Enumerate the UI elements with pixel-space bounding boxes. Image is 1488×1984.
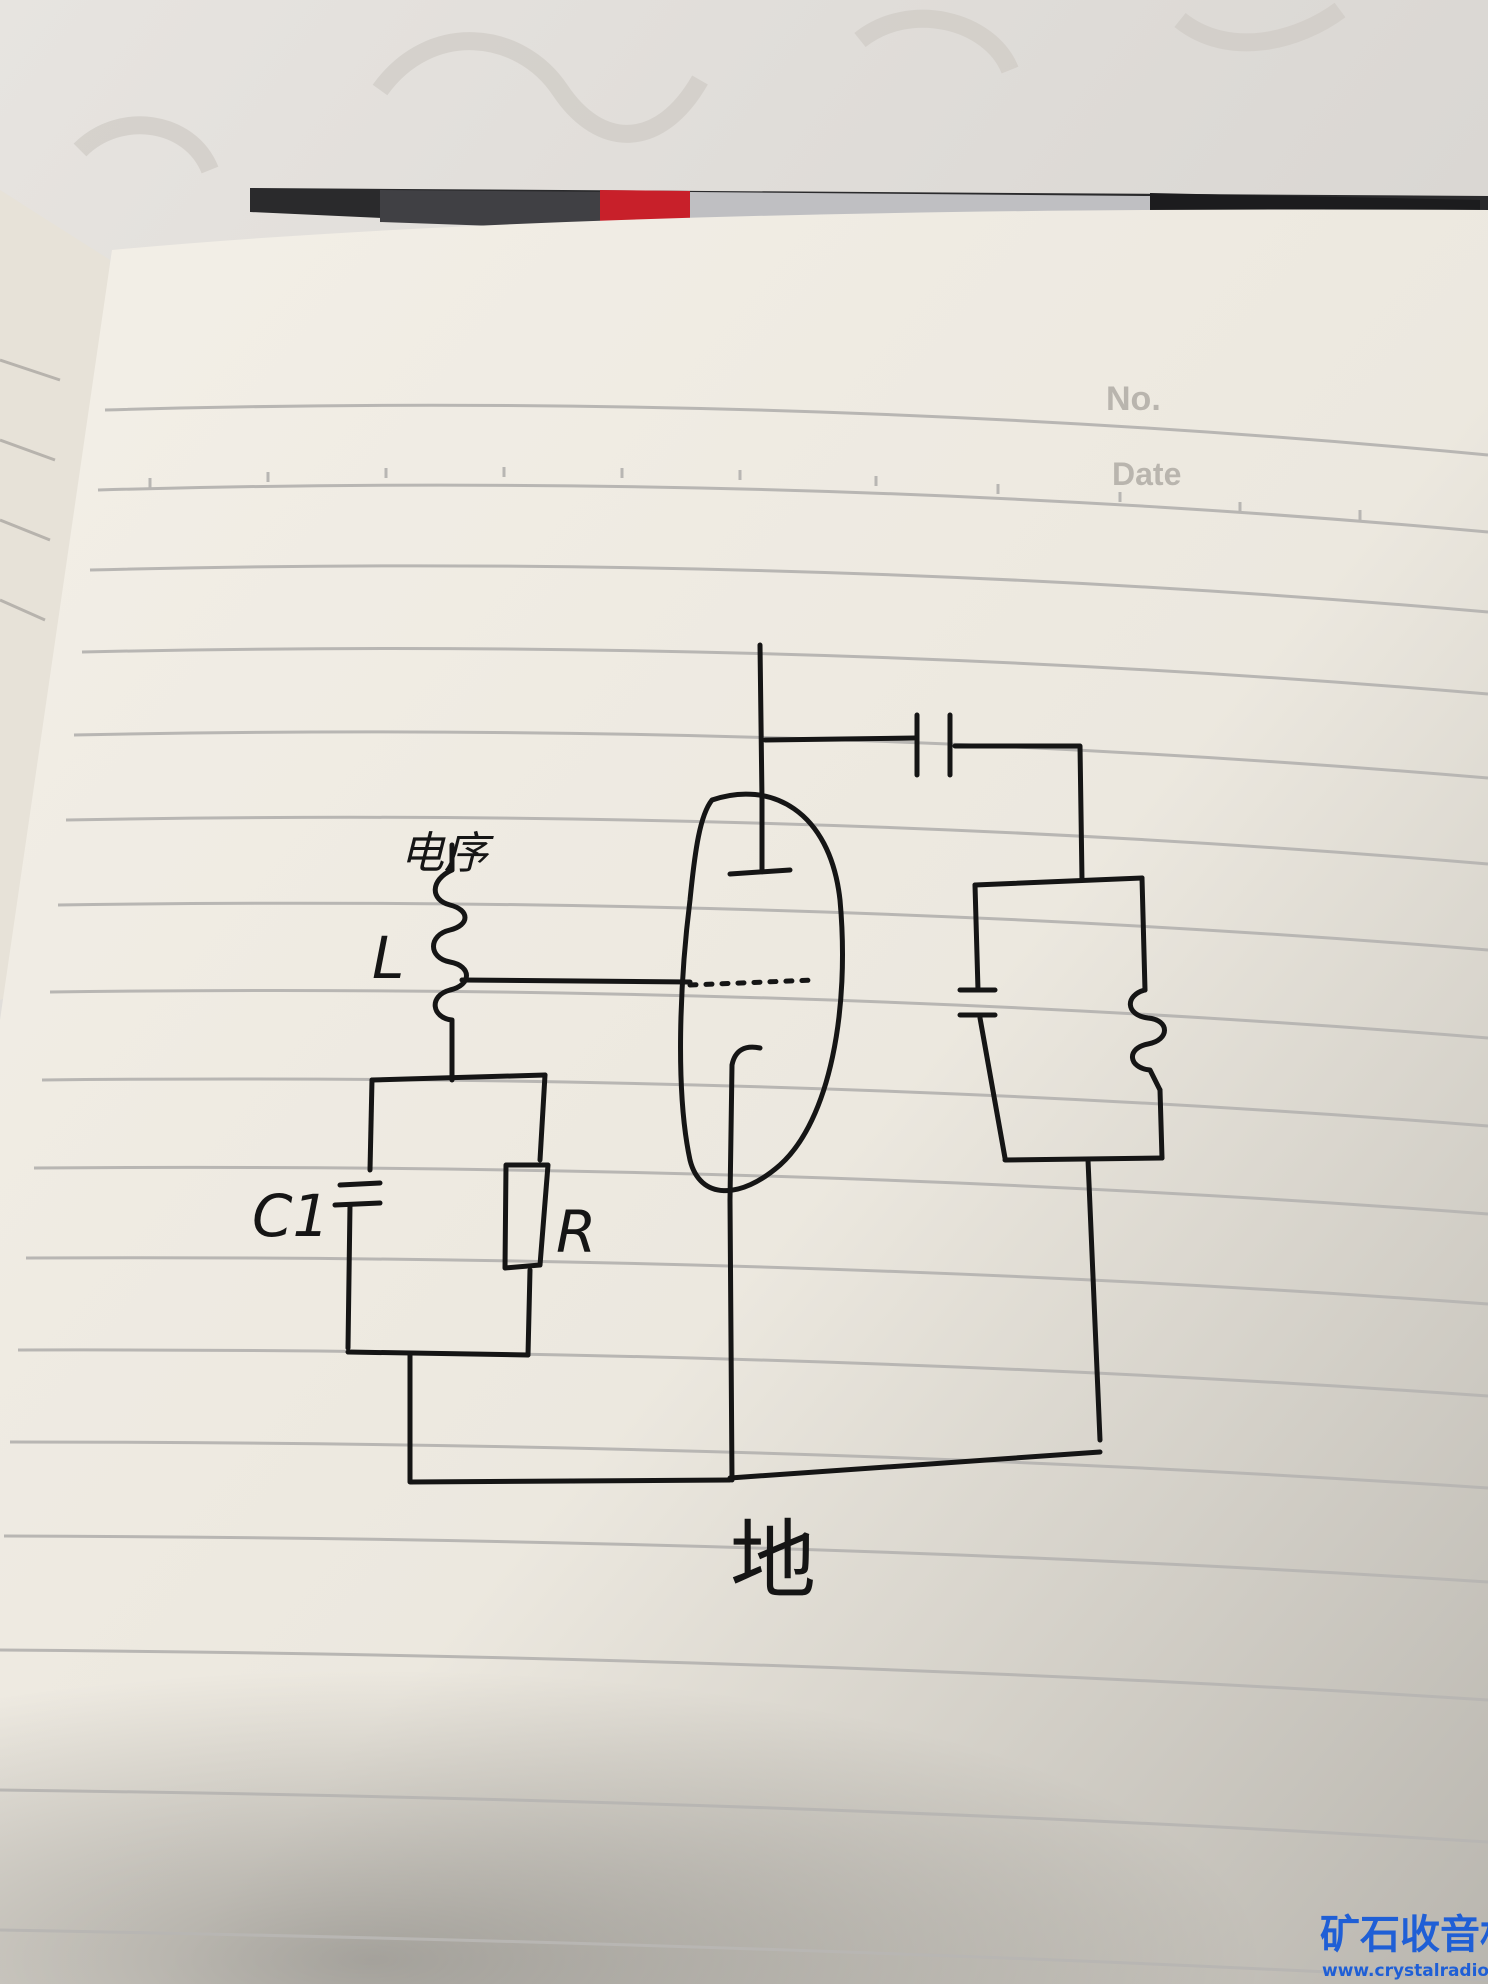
watermark: 矿石收音机 www.crystalradio.cn [1320,1912,1488,1981]
rc-network-bottom [345,1349,531,1358]
inductor-coil [431,867,469,1043]
rc-network-right-top [537,1072,548,1163]
rc-network-right-bottom [525,1267,533,1358]
grid-capacitor [332,1180,383,1208]
ground-label: 地 [730,1511,816,1611]
capacitor-label: C1 [252,1182,329,1250]
left-page [0,190,110,1000]
inductor-label: L [372,924,404,992]
tank-top [972,875,1145,888]
notebook-date-label: Date [1112,456,1181,492]
tank-right-top [1139,875,1148,993]
tank-inductor [1127,987,1167,1093]
circuit-diagram [332,642,1167,1485]
watermark-brand: 矿石收音机 [1320,1912,1488,1958]
capacitor-to-tank-wire [952,743,1085,883]
tank-bottom [1002,1155,1165,1163]
rc-to-ground-wire [407,1352,733,1485]
rc-network-top [369,1072,548,1083]
coil-to-grid-wire [459,977,693,985]
tank-left-top [972,882,981,993]
tank-right-bottom [1157,1087,1165,1161]
notebook-number-label: No. [1106,380,1161,418]
rc-network-left-top [367,1077,375,1173]
tube-cathode [727,1044,763,1203]
tank-to-ground-wire [727,1157,1103,1481]
watermark-url: www.crystalradio.cn [1322,1961,1488,1981]
tube-grid [687,977,818,988]
resistor-label: R [556,1198,596,1266]
tank-left-bottom [977,1015,1008,1161]
grid-resistor [502,1162,551,1271]
antenna-label: 电序 [400,828,494,879]
plate-to-capacitor-wire [762,735,918,743]
ruled-lines [0,403,1488,1982]
tank-capacitor [957,987,998,1018]
rc-network-left-bottom [345,1202,353,1351]
plate-lead [757,642,765,803]
ground-junction [727,1197,735,1483]
vacuum-tube-envelope [678,791,845,1194]
coupling-capacitor [914,712,953,778]
tube-plate [727,797,793,877]
tablecloth-pattern [73,2,1346,174]
